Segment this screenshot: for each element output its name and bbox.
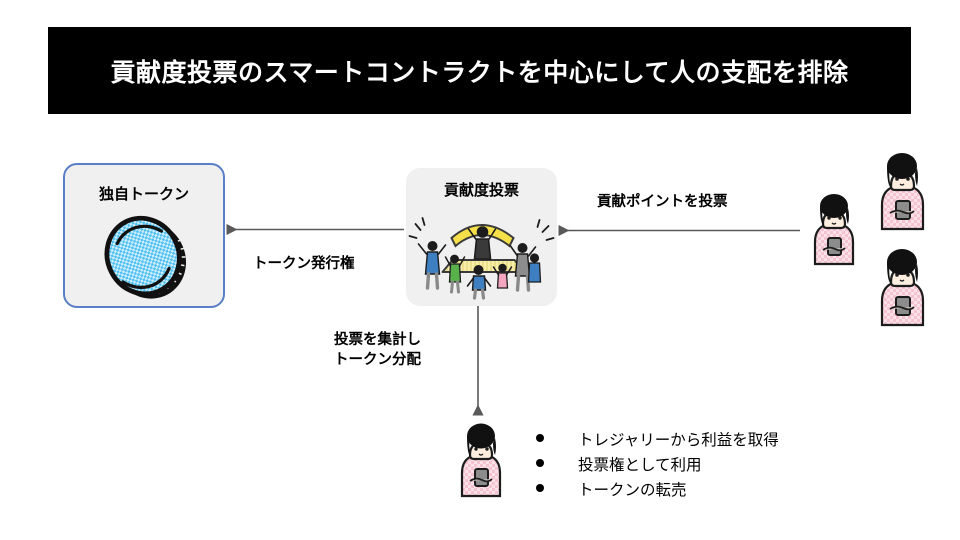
person-smartphone-icon xyxy=(803,186,865,266)
coin-icon xyxy=(65,209,223,305)
crowd-voting-icon xyxy=(406,202,557,302)
arrow-tally-line2: トークン分配 xyxy=(334,351,421,368)
arrow-contribution-points-label: 貢献ポイントを投票 xyxy=(597,194,728,210)
benefits-list: トレジャリーから利益を取得 投票権として利用 トークンの転売 xyxy=(536,428,779,503)
list-item-label: 投票権として利用 xyxy=(578,457,702,475)
list-item: トレジャリーから利益を取得 xyxy=(536,428,779,453)
person-smartphone-icon xyxy=(869,241,935,327)
person-smartphone-icon xyxy=(869,145,935,231)
node-original-token-label: 独自トークン xyxy=(98,186,189,203)
node-original-token[interactable]: 独自トークン xyxy=(63,163,225,308)
node-contribution-voting[interactable]: 貢献度投票 xyxy=(406,168,557,306)
node-contribution-voting-label: 貢献度投票 xyxy=(443,182,519,199)
bullet-icon xyxy=(536,434,544,442)
list-item-label: トークンの転売 xyxy=(578,482,687,500)
bullet-icon xyxy=(536,459,544,468)
arrow-token-issuance-label: トークン発行権 xyxy=(253,256,355,272)
list-item-label: トレジャリーから利益を取得 xyxy=(578,432,779,449)
person-smartphone-icon xyxy=(450,416,512,498)
arrow-tally-line1: 投票を集計し xyxy=(334,332,421,348)
page-title: 貢献度投票のスマートコントラクトを中心にして人の支配を排除 xyxy=(110,58,849,87)
arrow-tally-distribute-label: 投票を集計し トークン分配 xyxy=(334,331,421,370)
title-banner: 貢献度投票のスマートコントラクトを中心にして人の支配を排除 xyxy=(48,27,911,114)
list-item: 投票権として利用 xyxy=(536,453,779,478)
bullet-icon xyxy=(536,484,544,493)
list-item: トークンの転売 xyxy=(536,478,779,503)
